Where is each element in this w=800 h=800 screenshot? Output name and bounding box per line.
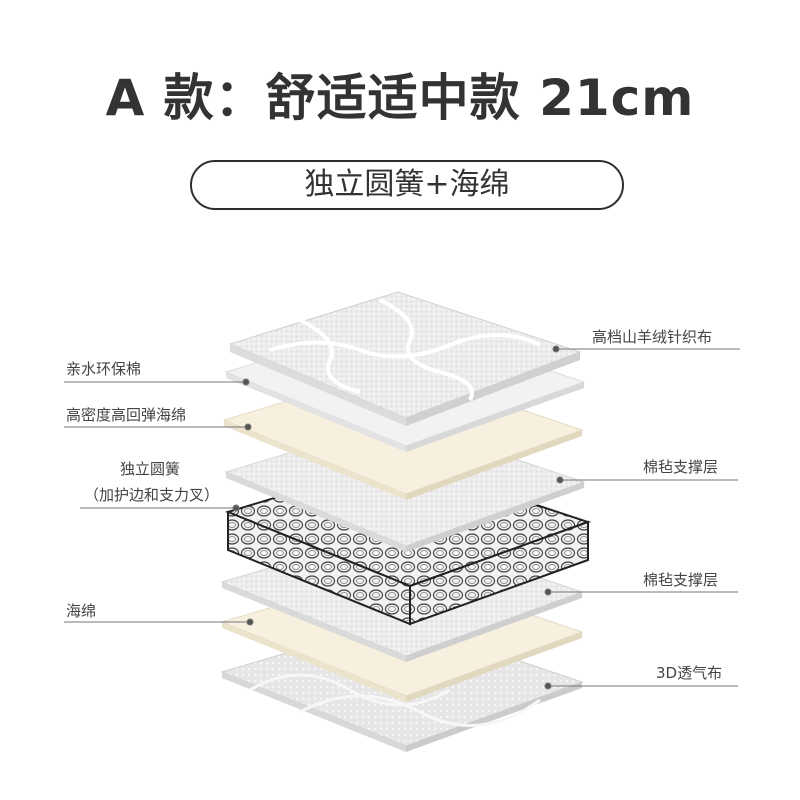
layer-top-fabric [228,291,582,426]
label-foam: 海绵 [66,602,97,620]
label-spring-line2: （加护边和支力叉） [84,486,220,504]
label-3d-fabric: 3D透气布 [656,664,723,682]
label-top-fabric: 高档山羊绒针织布 [592,328,713,346]
subtitle-pill: 独立圆簧+海绵 [190,160,624,210]
product-title: A 款：舒适适中款 21cm [105,69,695,127]
label-felt-upper: 棉毡支撑层 [643,458,719,476]
label-spring-line1: 独立圆簧 [120,460,181,478]
label-felt-lower: 棉毡支撑层 [643,571,719,589]
label-eco-cotton: 亲水环保棉 [66,360,142,378]
label-hd-foam: 高密度高回弹海绵 [66,406,187,424]
leader-lines [64,345,740,690]
